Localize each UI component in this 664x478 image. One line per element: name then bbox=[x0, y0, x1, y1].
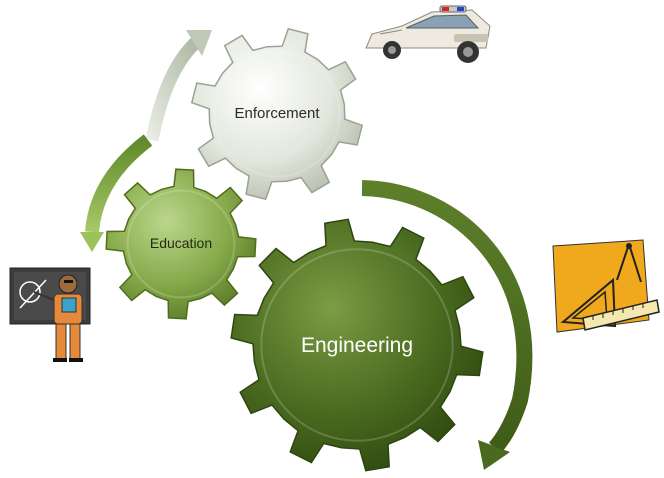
cycle-arrow-to-enforcement bbox=[145, 37, 201, 142]
teacher-at-blackboard-icon bbox=[9, 267, 91, 362]
cycle-arrow-to-education-head bbox=[80, 232, 104, 252]
cycle-arrow-to-engineering-head bbox=[478, 440, 510, 470]
cycle-arrow-to-education bbox=[85, 134, 153, 233]
gear-label-engineering: Engineering bbox=[301, 334, 413, 357]
cycle-arrow-to-enforcement-head bbox=[186, 30, 212, 56]
gear-label-education: Education bbox=[150, 235, 212, 251]
gear-engineering bbox=[230, 218, 484, 472]
gear-education bbox=[105, 168, 257, 320]
gear-label-enforcement: Enforcement bbox=[234, 105, 320, 122]
gear-engineering-rim bbox=[260, 248, 454, 442]
cycle-arrow-to-engineering bbox=[361, 180, 533, 454]
drafting-tools-icon bbox=[552, 239, 660, 333]
gear-education-rim bbox=[126, 189, 236, 299]
gear-enforcement bbox=[190, 27, 364, 201]
police-car-icon bbox=[365, 5, 491, 63]
gear-enforcement-rim bbox=[213, 50, 341, 178]
